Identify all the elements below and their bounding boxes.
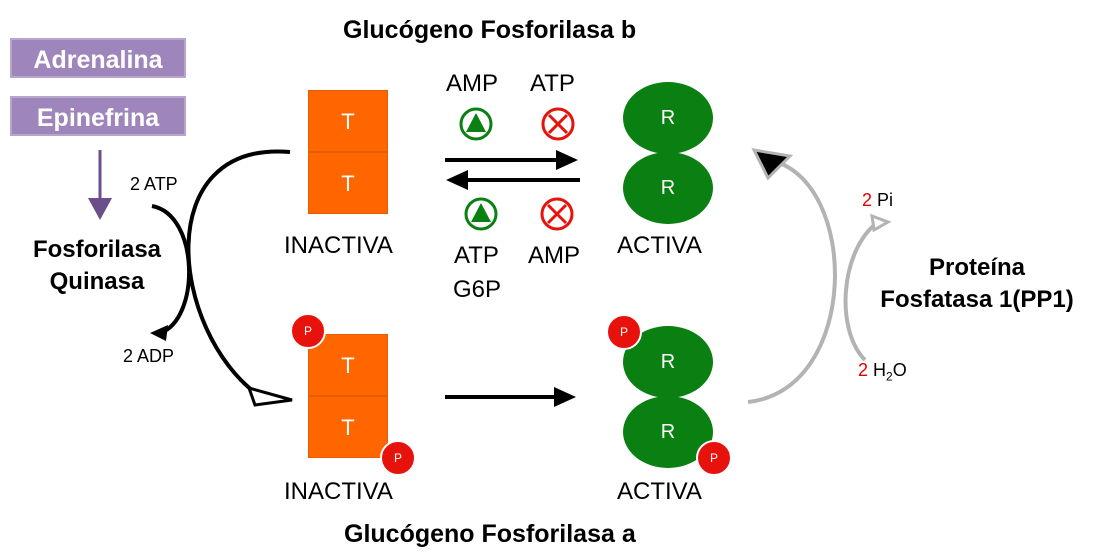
t-subunit-a-upper: T	[308, 334, 388, 396]
t-subunit-b-upper: T	[308, 90, 388, 152]
kinase-adp-label: 2 ADP	[123, 346, 175, 366]
phosphatase-label-line2: Fosfatasa 1(PP1)	[880, 286, 1074, 313]
phosphate-t-upper: P	[290, 313, 326, 349]
water-h: H	[873, 360, 887, 380]
phosphatase-label-line1: Proteína	[928, 254, 1026, 281]
regulator-atp-top: ATP	[530, 70, 575, 97]
kinase-label-line2: Quinasa	[49, 268, 145, 295]
kinase-curve	[186, 149, 291, 397]
inhibitor-icon-bottom	[540, 197, 574, 231]
state-active-b: ACTIVA	[617, 232, 702, 259]
title-phosphorylase-b: Glucógeno Fosforilasa b	[343, 16, 637, 44]
title-phosphorylase-a: Glucógeno Fosforilasa a	[344, 520, 636, 548]
kinase-label: Fosforilasa Quinasa	[22, 236, 172, 296]
water-pi-curve	[843, 220, 880, 362]
pi-text: Pi	[877, 190, 894, 210]
state-active-a: ACTIVA	[617, 478, 702, 505]
water-pi-curve-head	[870, 213, 892, 233]
r-subunit-b-upper: R	[623, 82, 713, 154]
water-o: O	[892, 360, 907, 380]
phosphatase-curve-head	[751, 148, 794, 181]
regulator-amp-bottom: AMP	[528, 242, 581, 269]
atp-adp-curve	[151, 204, 191, 335]
kinase-label-line1: Fosforilasa	[32, 236, 162, 263]
phosphate-t-lower: P	[380, 440, 416, 476]
regulator-amp-top: AMP	[446, 70, 499, 97]
forward-arrow-head	[556, 150, 578, 170]
activator-icon-bottom	[464, 197, 498, 231]
phosphate-r-upper: P	[606, 314, 642, 350]
activator-icon-top	[459, 107, 493, 141]
water-subscript: 2	[886, 369, 893, 384]
atp-adp-curve-head	[150, 325, 168, 341]
phosphatase-pi-label: 2 Pi	[862, 190, 893, 211]
inhibitor-icon-top	[541, 107, 575, 141]
hormone-epinefrina: Epinefrina	[10, 96, 186, 136]
kinase-atp-label: 2 ATP	[130, 174, 178, 194]
phosphatase-label: Proteína Fosfatasa 1(PP1)	[857, 254, 1097, 314]
water-coefficient: 2	[858, 360, 869, 380]
pi-coefficient: 2	[862, 190, 873, 210]
r-subunit-b-lower: R	[623, 152, 713, 224]
regulator-g6p: G6P	[453, 276, 502, 303]
phosphate-r-lower: P	[696, 440, 732, 476]
hormone-arrow-head	[88, 198, 112, 220]
phosphatase-water-label: 2 H2O	[858, 360, 907, 384]
state-inactive-b: INACTIVA	[284, 232, 393, 259]
kinase-curve-head	[246, 385, 293, 407]
regulator-atp-bottom: ATP	[454, 242, 499, 269]
t-subunit-b-lower: T	[308, 152, 388, 214]
hormone-adrenalina: Adrenalina	[10, 38, 186, 78]
reverse-arrow-head	[446, 170, 468, 190]
phosphatase-curve	[747, 158, 837, 404]
bottom-arrow-head	[554, 387, 576, 407]
state-inactive-a: INACTIVA	[284, 478, 393, 505]
t-subunit-a-lower: T	[308, 396, 388, 458]
